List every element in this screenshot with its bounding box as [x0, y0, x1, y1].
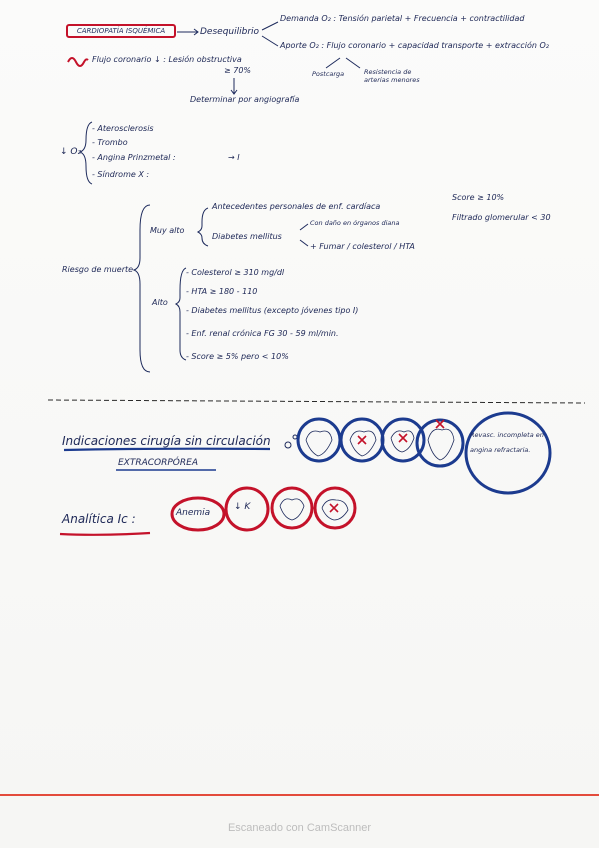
anemia-circle-text: Anemia [176, 508, 211, 518]
desequilibrio-label: Desequilibrio [200, 27, 260, 37]
k-circle-text: ↓ K [234, 502, 251, 512]
fumar-line: + Fumar / colesterol / HTA [310, 242, 415, 251]
alto-item-4: - Enf. renal crónica FG 30 - 59 ml/min. [186, 329, 339, 338]
demanda-line: Demanda O₂ : Tensión parietal + Frecuenc… [280, 14, 525, 23]
o2-item-1: - Aterosclerosis [92, 124, 154, 133]
alto-item-5: - Score ≥ 5% pero < 10% [186, 352, 289, 361]
cardiopatia-title-box: CARDIOPATÍA ISQUÉMICA [66, 24, 176, 38]
postcarga-label: Postcarga [312, 70, 345, 78]
porcentaje-label: ≥ 70% [224, 66, 252, 75]
alto-item-1: - Colesterol ≥ 310 mg/dl [186, 268, 285, 277]
score-top: Score ≥ 10% [452, 193, 505, 202]
bottom-red-rule [0, 794, 599, 796]
antecedentes-line: Antecedentes personales de enf. cardíaca [212, 202, 381, 211]
o2-item-3: - Angina Prinzmetal : [92, 153, 176, 162]
flujo-line: Flujo coronario ↓ : Lesión obstructiva [92, 55, 242, 64]
o2-label: ↓ O₂ [60, 147, 82, 157]
indicaciones-subtitle: EXTRACORPÓREA [118, 458, 198, 468]
filtrado-top: Filtrado glomerular < 30 [452, 213, 551, 222]
riesgo-label: Riesgo de muerte [62, 265, 134, 274]
indicaciones-title: Indicaciones cirugía sin circulación [62, 434, 271, 448]
o2-item-4: - Síndrome X : [92, 170, 150, 179]
alto-item-3: - Diabetes mellitus (excepto jóvenes tip… [186, 306, 359, 315]
revasc-note: Revasc. incompleta en angina refractaria… [470, 431, 544, 454]
angiografia-label: Determinar por angiografía [190, 95, 300, 104]
aporte-line: Aporte O₂ : Flujo coronario + capacidad … [280, 41, 550, 50]
o2-item-2: - Trombo [92, 138, 128, 147]
alto-item-2: - HTA ≥ 180 - 110 [186, 287, 258, 296]
prinzmetal-note: → I [228, 153, 240, 162]
muy-alto-label: Muy alto [150, 226, 185, 235]
dano-line: Con daño en órganos diana [310, 219, 400, 227]
diabetes-line: Diabetes mellitus [212, 232, 282, 241]
alto-label: Alto [152, 298, 168, 307]
camscanner-footer: Escaneado con CamScanner [227, 822, 372, 834]
analitica-title: Analítica Ic : [62, 512, 136, 526]
resistencia-label: Resistencia de arterias menores [364, 68, 420, 84]
